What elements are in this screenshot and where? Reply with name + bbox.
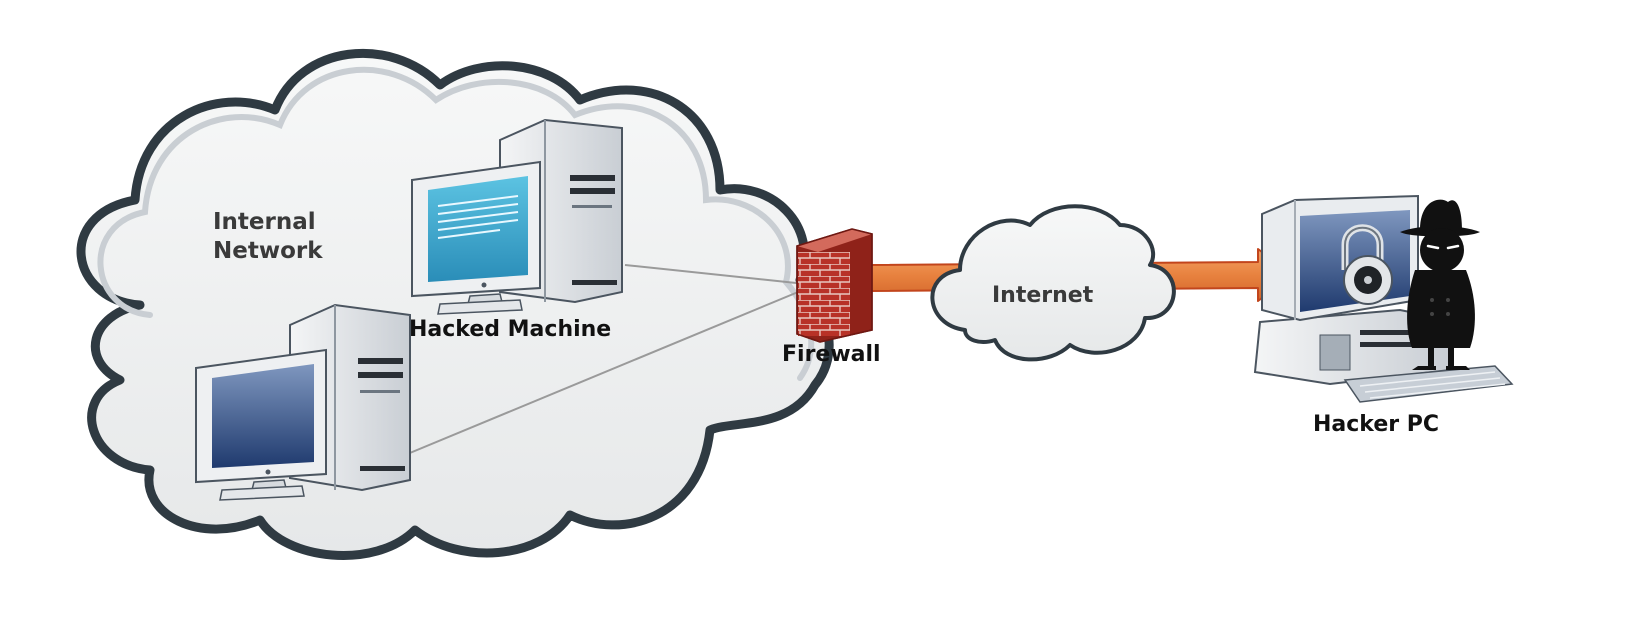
firewall-label: Firewall: [782, 342, 881, 367]
firewall-brick-wall-icon: [796, 228, 873, 343]
hacker-spy-icon: [1400, 199, 1480, 370]
padlock-icon: [1341, 224, 1393, 305]
hacker-pc-label: Hacker PC: [1313, 412, 1439, 437]
internet-label: Internet: [992, 283, 1094, 308]
computer-icon: [195, 303, 411, 501]
internal-network-label-line2: Network: [213, 238, 323, 264]
network-connection-lines: [404, 264, 816, 456]
computer-hacked-machine-icon: [411, 118, 623, 315]
internal-network-label-line1: Internal: [213, 209, 316, 235]
hacked-machine-label: Hacked Machine: [409, 317, 611, 342]
cloud-internet-icon: [930, 204, 1176, 362]
